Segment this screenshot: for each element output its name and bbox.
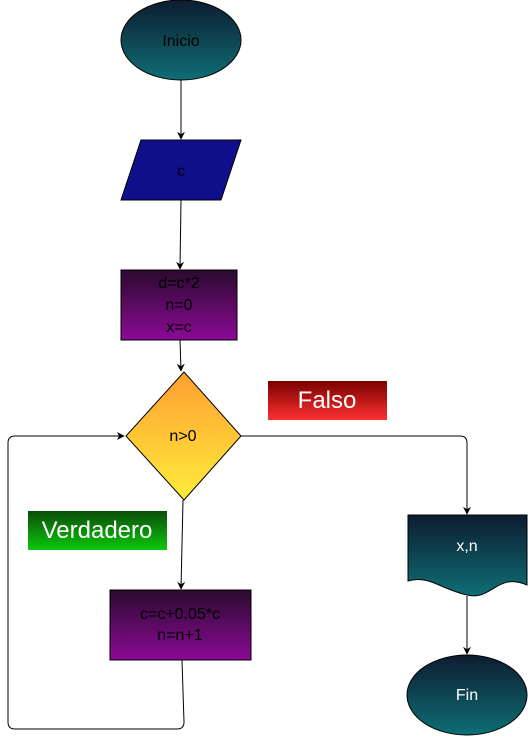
start-ellipse xyxy=(120,0,242,81)
connector-loop-back xyxy=(7,432,185,730)
start-node: Inicio xyxy=(120,0,242,81)
input-node: c xyxy=(120,139,242,201)
true-label-text: Verdadero xyxy=(42,517,153,544)
init-line-3: x=c xyxy=(166,319,191,336)
loop-line-2: n=n+1 xyxy=(157,627,202,644)
false-label-text: Falso xyxy=(298,387,357,414)
output-document-shape xyxy=(407,514,528,597)
decision-label: n>0 xyxy=(169,428,196,445)
true-label-box xyxy=(28,511,167,550)
init-line-2: n=0 xyxy=(165,297,192,314)
connector-init-to-decision xyxy=(176,339,185,372)
init-line-1: d=c*2 xyxy=(158,275,199,292)
decision-diamond xyxy=(125,371,242,501)
input-parallelogram xyxy=(120,139,242,201)
connector-decision-to-loop xyxy=(177,499,186,590)
start-label: Inicio xyxy=(162,33,199,50)
decision-node: n>0 xyxy=(125,371,242,501)
loop-line-1: c=c+0.05*c xyxy=(140,606,220,623)
connector-decision-to-output xyxy=(241,435,471,515)
output-label: x,n xyxy=(456,538,477,555)
loop-process-box xyxy=(109,589,252,661)
connector-input-to-init xyxy=(176,199,185,270)
end-ellipse xyxy=(406,654,528,736)
false-label: Falso xyxy=(268,381,387,420)
false-label-box xyxy=(268,381,387,420)
loop-process-node: c=c+0.05*c n=n+1 xyxy=(109,589,252,661)
true-label: Verdadero xyxy=(28,511,167,550)
init-process-node: d=c*2 n=0 x=c xyxy=(120,269,238,341)
connectors xyxy=(7,80,471,730)
input-label: c xyxy=(177,163,185,180)
init-process-box xyxy=(120,269,238,341)
end-label: Fin xyxy=(456,687,478,704)
end-node: Fin xyxy=(406,654,528,736)
output-node: x,n xyxy=(407,514,528,597)
